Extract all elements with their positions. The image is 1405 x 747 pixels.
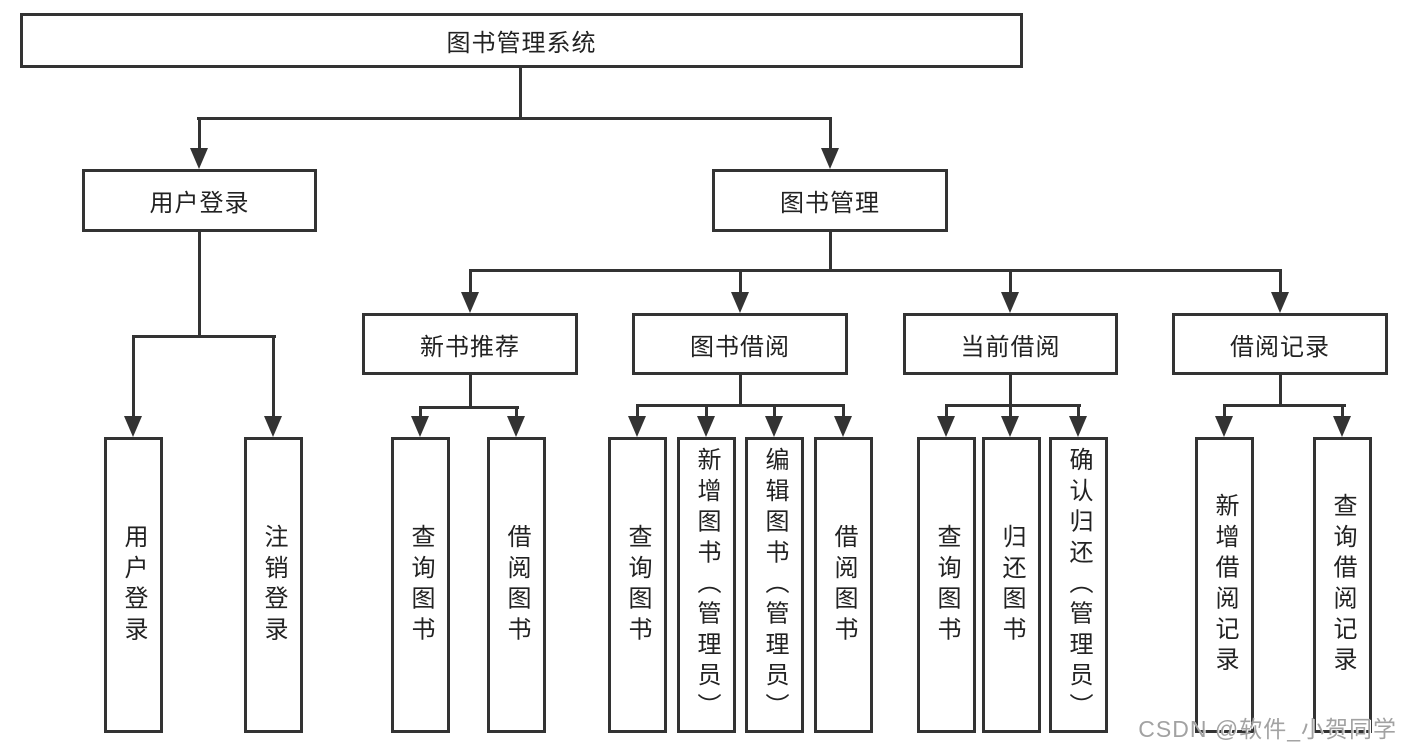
connector-line	[515, 406, 518, 418]
leaf-return-books: 归还图书	[982, 437, 1041, 733]
connector-line	[272, 335, 275, 418]
arrow-down-icon	[731, 292, 749, 313]
leaf-user-login: 用户登录	[104, 437, 163, 733]
connector-line	[1341, 404, 1344, 418]
node-root: 图书管理系统	[20, 13, 1023, 68]
arrow-down-icon	[697, 416, 715, 437]
connector-line	[1009, 404, 1012, 418]
arrow-down-icon	[264, 416, 282, 437]
arrow-down-icon	[821, 148, 839, 169]
node-current-borrowing: 当前借阅	[903, 313, 1118, 375]
leaf-logout: 注销登录	[244, 437, 303, 733]
arrow-down-icon	[628, 416, 646, 437]
node-user-login: 用户登录	[82, 169, 317, 232]
arrow-down-icon	[1001, 416, 1019, 437]
leaf-query-borrow-record: 查询借阅记录	[1313, 437, 1372, 733]
leaf-query-books-1: 查询图书	[391, 437, 450, 733]
leaf-borrow-books-2: 借阅图书	[814, 437, 873, 733]
connector-line	[636, 404, 845, 407]
connector-line	[1223, 404, 1226, 418]
connector-line	[945, 404, 948, 418]
node-book-borrowing: 图书借阅	[632, 313, 848, 375]
connector-line	[842, 404, 845, 418]
connector-line	[739, 373, 742, 407]
node-borrowing-records: 借阅记录	[1172, 313, 1388, 375]
leaf-borrow-books-1: 借阅图书	[487, 437, 546, 733]
arrow-down-icon	[507, 416, 525, 437]
arrow-down-icon	[834, 416, 852, 437]
connector-line	[705, 404, 708, 418]
leaf-query-books-2: 查询图书	[608, 437, 667, 733]
connector-line	[1279, 269, 1282, 294]
arrow-down-icon	[1069, 416, 1087, 437]
connector-line	[945, 404, 1081, 407]
connector-line	[133, 335, 276, 338]
connector-line	[1009, 269, 1012, 294]
connector-line	[773, 404, 776, 418]
csdn-watermark: CSDN @软件_小贺同学	[1138, 716, 1397, 742]
arrow-down-icon	[1001, 292, 1019, 313]
connector-line	[1223, 404, 1346, 407]
arrow-down-icon	[1271, 292, 1289, 313]
arrow-down-icon	[937, 416, 955, 437]
connector-line	[198, 117, 201, 150]
connector-line	[519, 66, 522, 120]
connector-line	[469, 373, 472, 409]
connector-line	[469, 269, 1281, 272]
leaf-query-books-3: 查询图书	[917, 437, 976, 733]
arrow-down-icon	[1215, 416, 1233, 437]
connector-line	[636, 404, 639, 418]
connector-line	[197, 117, 832, 120]
connector-line	[829, 117, 832, 150]
connector-line	[1077, 404, 1080, 418]
arrow-down-icon	[411, 416, 429, 437]
connector-line	[469, 269, 472, 294]
connector-line	[1279, 373, 1282, 407]
connector-line	[198, 230, 201, 338]
node-book-management: 图书管理	[712, 169, 948, 232]
connector-line	[419, 406, 422, 418]
leaf-confirm-return-admin: 确认归还（管理员）	[1049, 437, 1108, 733]
arrow-down-icon	[124, 416, 142, 437]
connector-line	[1009, 373, 1012, 407]
arrow-down-icon	[461, 292, 479, 313]
leaf-add-books-admin: 新增图书（管理员）	[677, 437, 736, 733]
connector-line	[829, 230, 832, 272]
arrow-down-icon	[1333, 416, 1351, 437]
arrow-down-icon	[765, 416, 783, 437]
connector-line	[739, 269, 742, 294]
arrow-down-icon	[190, 148, 208, 169]
node-new-book-recommendation: 新书推荐	[362, 313, 578, 375]
connector-line	[132, 335, 135, 418]
connector-line	[419, 406, 519, 409]
leaf-add-borrow-record: 新增借阅记录	[1195, 437, 1254, 733]
leaf-edit-books-admin: 编辑图书（管理员）	[745, 437, 804, 733]
